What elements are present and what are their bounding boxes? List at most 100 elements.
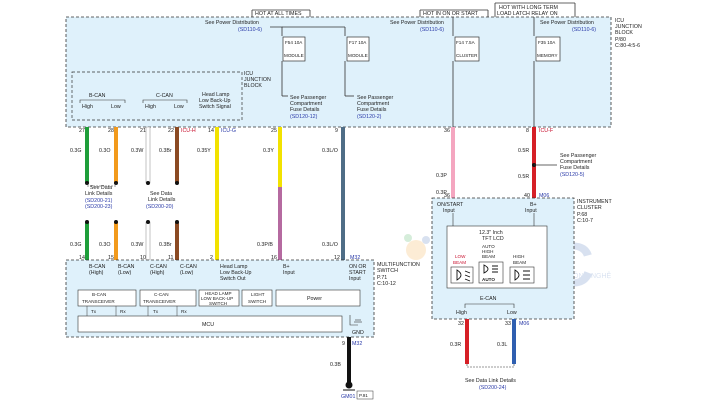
conn-m06-top: M06	[539, 193, 549, 199]
wire-label-0-3lo-bottom: 0.3L/O	[322, 242, 338, 248]
pass-fuse-3-line3: Fuse Details	[560, 165, 590, 171]
cluster-pin-36: 36	[444, 193, 450, 199]
wire-head-lamp	[215, 127, 219, 260]
wire-label-0-3y: 0.3Y	[263, 148, 274, 154]
cluster-label-2: CLUSTER	[577, 205, 602, 211]
low-beam-indicator: LOW BEAM	[450, 254, 474, 284]
data-link-1-ref-b: (SD200-23)	[85, 204, 113, 210]
wire-label-0-3o-top: 0.3O	[99, 148, 110, 154]
pass-fuse-2-ref: (SD120-2)	[357, 114, 382, 120]
wire-label-0-3br-bottom: 0.3Br	[159, 242, 172, 248]
lcd-label-1: 12.3" Inch	[479, 230, 503, 236]
mfs-pin-15: 15	[108, 255, 114, 261]
wire-label-0-3w-bottom: 0.3W	[131, 242, 143, 248]
wire-ground	[347, 337, 351, 383]
auto-high-beam-icon	[483, 264, 498, 274]
pin-28: 28	[108, 128, 114, 134]
mfs-label-headlamp-2: Low Back-Up	[220, 270, 252, 276]
wire-on-start-mfs	[341, 127, 345, 260]
mfs-ref-1: P.71	[377, 275, 387, 281]
inner-head-lamp-2: Low Back-Up	[199, 98, 231, 104]
inner-head-lamp-1: Head Lamp	[202, 92, 229, 98]
mfs-label-bplus-2: Input	[283, 270, 295, 276]
head-lamp-switch-box	[198, 289, 240, 307]
wire-b-can-high	[85, 127, 89, 183]
wire-label-0-3p-bottom: 0.3P	[436, 190, 447, 196]
pin-21: 21	[140, 128, 146, 134]
pin-36: 36	[444, 128, 450, 134]
high-beam-indicator: HIGH BEAM	[509, 254, 535, 284]
conn-m06-bottom: M06	[519, 321, 529, 327]
light-switch-2: SWITCH	[248, 299, 266, 304]
fuse-f14-label: F14 7.5A	[456, 40, 476, 45]
mfs-label-bcan-high-2: (High)	[89, 270, 104, 276]
wire-label-0-3o-bottom: 0.3O	[99, 242, 110, 248]
icu-junction-block	[65, 16, 612, 128]
inner-b-can-low: Low	[111, 104, 121, 110]
power-dist-label-3: See Power Distribution	[540, 20, 594, 26]
mfs-label-ccan-low-2: (Low)	[180, 270, 193, 276]
top-pin-numbers: 27 28 21 22 14 25 9 36 8	[79, 128, 529, 134]
bcan-tx: Tx	[91, 309, 97, 314]
conn-icu-f: ICU-F	[539, 128, 554, 134]
wire-label-0-3br-top: 0.3Br	[159, 148, 172, 154]
data-link-2-ref: (SD200-20)	[146, 204, 174, 210]
power-dist-ref-2: (SD110-6)	[420, 27, 444, 33]
gnd-pin-9: 9	[342, 341, 345, 347]
data-link-1-line2: Link Details	[85, 191, 113, 197]
mfs-label-onstart-1: ON OR	[349, 264, 367, 270]
wire-label-0-3b: 0.3B	[330, 362, 341, 368]
data-link-1-line1: See Data	[90, 185, 112, 191]
pass-fuse-2-line3: Fuse Details	[357, 107, 387, 113]
fuse-f35-name: MEMORY	[537, 53, 558, 58]
e-can-label: E-CAN	[480, 296, 497, 302]
auto-label-2: HIGH	[482, 249, 493, 254]
mfs-label-ccan-high-1: C-CAN	[150, 264, 167, 270]
mcu-label: MCU	[202, 322, 214, 328]
pass-fuse-1-line1: See Passenger	[290, 95, 326, 101]
wire-b-can-low	[114, 127, 118, 183]
auto-icon-text: AUTO	[482, 277, 495, 282]
mfs-pin-14: 14	[79, 255, 85, 261]
inner-junction-block	[71, 71, 243, 121]
wire-label-0-3g-bottom: 0.3G	[70, 242, 81, 248]
wire-c-can-high	[145, 126, 151, 184]
data-link-1-ref-a: (SD200-21)	[85, 198, 113, 204]
cluster-ref-2: C:10-7	[577, 218, 593, 224]
auto-label-3: BEAM	[482, 254, 495, 259]
inner-c-can-label: C-CAN	[156, 93, 173, 99]
mfs-pin-16: 16	[271, 255, 277, 261]
hot-in-on-start-label: HOT IN ON OR START	[423, 11, 479, 17]
wire-c-can-low	[175, 127, 179, 183]
icu-block-label-2: JUNCTION	[615, 24, 642, 30]
wire-cluster-on-start	[451, 127, 455, 198]
high-beam-icon	[514, 269, 530, 281]
data-link-bottom-label: See Data Link Details	[465, 378, 516, 384]
mfs-label-headlamp-3: Switch Out	[220, 276, 246, 282]
fuse-f54: F54 10A MODULE	[282, 36, 306, 62]
inner-block-label-3: BLOCK	[244, 83, 262, 89]
pass-fuse-1-ref: (SD120-12)	[290, 114, 318, 120]
mfs-label-ccan-high-2: (High)	[150, 270, 165, 276]
wire-label-0-3pb: 0.3P/B	[257, 242, 273, 248]
ccan-tx-label-1: C-CAN	[154, 292, 169, 297]
high-beam-label-2: BEAM	[513, 260, 526, 265]
power-dist-label-2: See Power Distribution	[390, 20, 444, 26]
icu-block-ref-1: P/80	[615, 37, 626, 43]
inner-head-lamp-3: Switch Signal	[199, 104, 231, 110]
pin-22: 22	[168, 128, 174, 134]
icu-block-label-3: BLOCK	[615, 30, 633, 36]
cluster-b-plus-input: Input	[525, 208, 537, 214]
mfs-pin-11: 11	[168, 255, 174, 261]
hot-long-term-label-2: LOAD LATCH RELAY ON	[497, 11, 558, 17]
pass-fuse-3-line2: Compartment	[560, 159, 593, 165]
ccan-tx: Tx	[153, 309, 159, 314]
bcan-tx-label-2: TRANSCEIVER	[82, 299, 115, 304]
wire-b-plus-mfs	[278, 127, 282, 260]
wire-label-0-5r-bottom: 0.5R	[518, 174, 529, 180]
power-dist-ref-1: (SD110-6)	[238, 27, 262, 33]
pass-fuse-1-line2: Compartment	[290, 101, 323, 107]
ccan-rx: Rx	[181, 309, 187, 314]
conn-m32-top: M32	[350, 255, 360, 261]
